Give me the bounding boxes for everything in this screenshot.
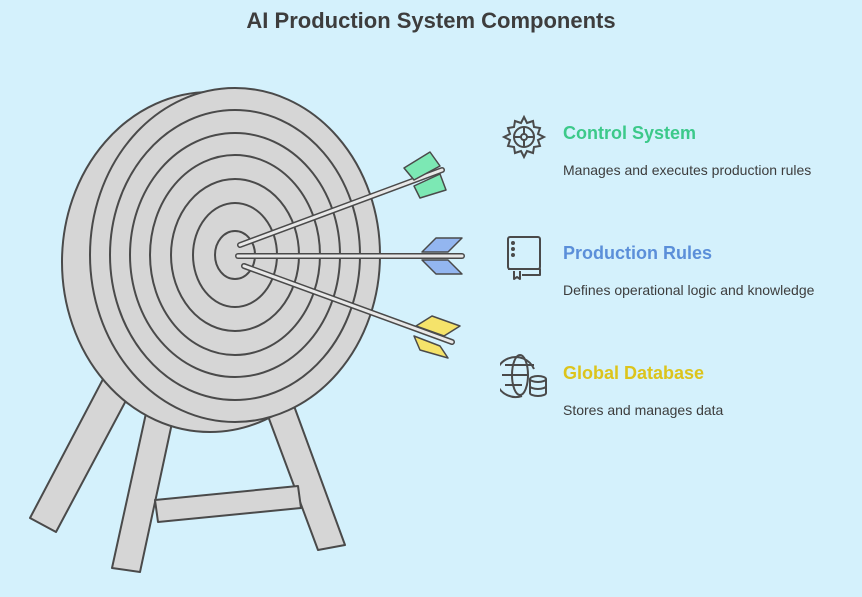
component-description: Manages and executes production rules: [563, 162, 812, 178]
diagram-title: AI Production System Components: [246, 8, 616, 33]
component-label: Production Rules: [563, 243, 713, 263]
arrow-fletch-3b: [413, 335, 449, 359]
arrow-fletch-1a: [403, 151, 441, 181]
stand-crossbar: [154, 485, 302, 523]
gear-icon: [501, 114, 547, 160]
globe-database-icon: [500, 354, 547, 399]
arrow-fletch-2a: [421, 237, 463, 253]
arrow-fletch-3a: [415, 315, 461, 337]
arrow-fletch-2b: [421, 259, 463, 275]
stand-leg-right: [261, 394, 346, 551]
arrow-fletch-1b: [413, 173, 447, 199]
component-description: Defines operational logic and knowledge: [563, 282, 815, 298]
book-icon: [507, 236, 541, 280]
component-label: Global Database: [563, 363, 705, 383]
component-label: Control System: [563, 123, 697, 143]
component-description: Stores and manages data: [563, 402, 724, 418]
